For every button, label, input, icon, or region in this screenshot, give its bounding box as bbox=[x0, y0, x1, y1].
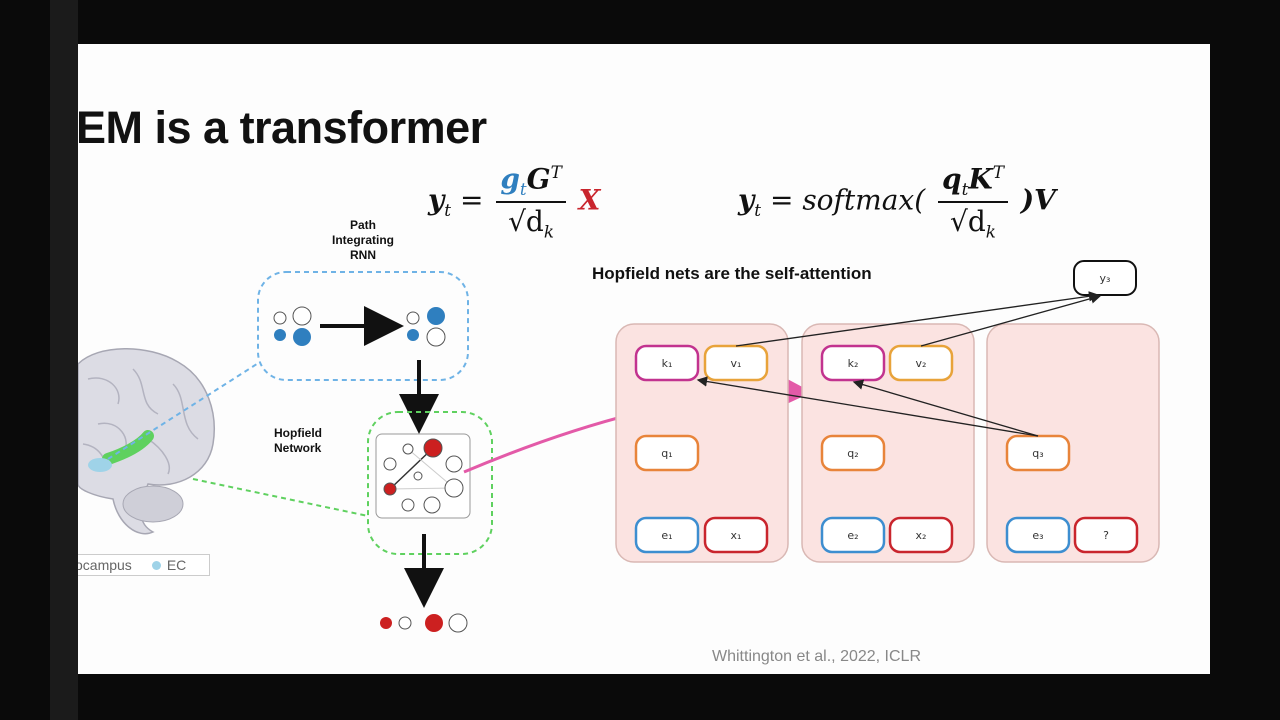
slide-title: EM is a transformer bbox=[78, 102, 487, 153]
rnn-right-dots bbox=[406, 307, 446, 347]
hopfield-network-label: Hopfield Network bbox=[274, 426, 322, 455]
q3-label: q₃ bbox=[1032, 447, 1043, 460]
x2-token bbox=[888, 516, 954, 554]
rnn-left-dots bbox=[273, 306, 312, 346]
e1-label: e₁ bbox=[661, 529, 672, 542]
legend-ec-text: EC bbox=[166, 557, 187, 573]
hopfield-attention-title: Hopfield nets are the self-attention bbox=[592, 264, 872, 283]
brain-legend: ocampus EC bbox=[78, 554, 210, 576]
hopfield-inner-box bbox=[375, 433, 471, 519]
attention-column-2 bbox=[801, 323, 975, 563]
e2-label: e₂ bbox=[847, 529, 858, 542]
v1-to-y3-arrow bbox=[735, 291, 1100, 347]
e3-label: e₃ bbox=[1032, 529, 1043, 542]
v2-label: v₂ bbox=[916, 357, 927, 370]
e3-token bbox=[1005, 516, 1071, 554]
output-dots bbox=[380, 613, 468, 633]
ec-shape bbox=[88, 458, 112, 472]
q1-token bbox=[634, 434, 700, 472]
k1-label: k₁ bbox=[662, 357, 673, 370]
equation-attention: yt = softmax( qtKT √dk )V bbox=[738, 162, 1056, 242]
hopfield-connector-line bbox=[192, 478, 369, 517]
x1-token bbox=[703, 516, 769, 554]
left-dark-bar bbox=[50, 0, 78, 720]
y3-label: y₃ bbox=[1100, 272, 1111, 285]
attention-column-1 bbox=[615, 323, 789, 563]
v2-to-y3-arrow bbox=[920, 293, 1102, 347]
x2-label: x₂ bbox=[916, 529, 927, 542]
attention-column-3 bbox=[986, 323, 1160, 563]
x1-label: x₁ bbox=[731, 529, 742, 542]
e1-token bbox=[634, 516, 700, 554]
x3-label: ? bbox=[1103, 529, 1109, 542]
q3-to-k2-arrow bbox=[852, 379, 1039, 437]
diagram-canvas: k₁ v₁ q₁ e₁ x₁ k₂ v₂ q₂ e₂ x₂ q₃ e₃ ? y₃ bbox=[78, 260, 1160, 633]
q1-label: q₁ bbox=[661, 447, 672, 460]
rnn-label: Path Integrating RNN bbox=[332, 218, 394, 262]
q2-token bbox=[820, 434, 886, 472]
k2-label: k₂ bbox=[848, 357, 859, 370]
equation-em: yt = gtGT √dk X bbox=[428, 162, 601, 242]
x3-unknown-token bbox=[1073, 516, 1139, 554]
q2-label: q₂ bbox=[847, 447, 858, 460]
k1-token bbox=[634, 344, 700, 382]
hopfield-nodes bbox=[383, 438, 464, 514]
citation: Whittington et al., 2022, ICLR bbox=[712, 648, 921, 665]
v1-label: v₁ bbox=[731, 357, 742, 370]
brain-illustration bbox=[78, 348, 215, 535]
rnn-box bbox=[257, 271, 469, 381]
e2-token bbox=[820, 516, 886, 554]
hopfield-box bbox=[367, 411, 493, 555]
slide: EM is a transformer yt = gtGT √dk X yt =… bbox=[78, 44, 1210, 674]
q3-to-k1-arrow bbox=[696, 376, 1039, 437]
legend-ec-dot bbox=[151, 560, 161, 570]
y3-token bbox=[1073, 260, 1137, 296]
rnn-connector-line bbox=[107, 361, 261, 460]
legend-hippocampus-text: ocampus bbox=[78, 557, 132, 573]
